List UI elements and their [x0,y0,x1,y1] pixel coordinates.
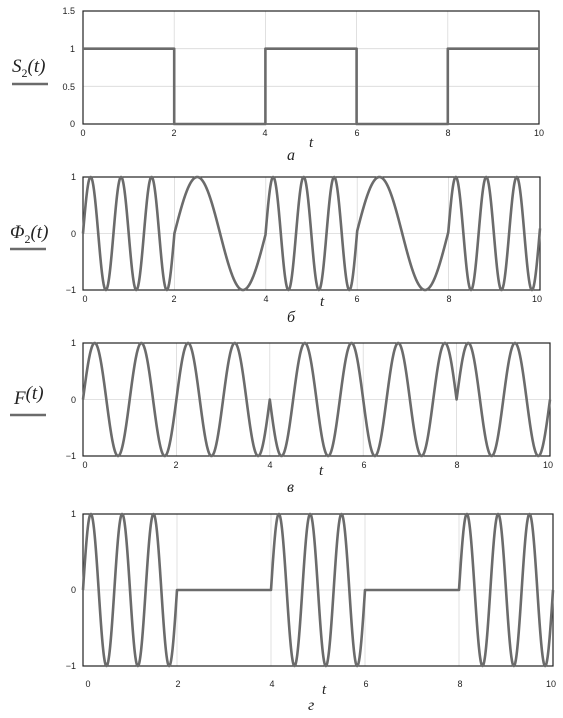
panel-d-xtick: 2 [175,679,180,689]
panel-c-yticks: −1 0 1 [66,338,76,461]
panel-c-xtick: 2 [173,460,178,470]
panel-c-xlabel: t [319,463,324,479]
panel-d-xtick: 4 [269,679,274,689]
panel-b-xtick: 2 [171,294,176,304]
panel-d-ytick: 0 [71,585,76,595]
panel-a-ytick: 1 [70,44,75,54]
panel-b-xticks: 0 2 4 6 8 10 [82,294,542,304]
panel-b-xtick: 0 [82,294,87,304]
panel-a-xtick: 2 [171,128,176,138]
panel-d-xtick: 8 [457,679,462,689]
panel-b-series-line [81,175,542,292]
panel-a-ylabel: S2(t) [12,56,45,80]
panel-c-series-line [81,341,552,458]
panel-a-xtick: 8 [445,128,450,138]
panel-c-xtick: 6 [361,460,366,470]
panel-d: −1 0 1 0 2 4 6 8 10 t г [66,509,556,714]
panel-d-series-line [81,512,555,668]
panel-b-yticks: −1 0 1 [66,172,76,295]
panel-d-xtick: 10 [546,679,556,689]
panel-c-xtick: 0 [82,460,87,470]
panel-a-xtick: 0 [80,128,85,138]
panel-b-caption: б [287,309,296,326]
panel-d-ytick: −1 [66,661,76,671]
panel-a-xlabel: t [309,135,314,151]
panel-a-ytick: 0 [70,119,75,129]
panel-b-xlabel: t [320,294,325,310]
panel-d-ytick: 1 [71,509,76,519]
panel-a-frame [82,10,540,125]
panel-d-xlabel: t [322,682,327,698]
panel-a-xtick: 10 [534,128,544,138]
panel-c-xtick: 4 [267,460,272,470]
panel-b-ylabel: Φ2(t) [10,222,48,246]
panel-c-ytick: 1 [71,338,76,348]
panel-d-yticks: −1 0 1 [66,509,76,671]
panel-a-xticks: 0 2 4 6 8 10 [80,128,544,138]
panel-c-ytick: −1 [66,451,76,461]
panel-b-ytick: 1 [71,172,76,182]
panel-a-series-line [83,47,539,126]
panel-d-xtick: 0 [85,679,90,689]
panel-d-xtick: 6 [363,679,368,689]
panel-d-xticks: 0 2 4 6 8 10 [85,679,556,689]
panel-b-ytick: −1 [66,285,76,295]
panel-c-ylabel-main: F [13,388,26,409]
panel-a: 0 0.5 1 1.5 0 2 4 6 8 10 t а S2(t) [12,6,544,164]
panel-c-ytick: 0 [71,395,76,405]
panel-c-xticks: 0 2 4 6 8 10 [82,460,553,470]
panel-c: −1 0 1 0 2 4 6 8 10 t в F(t) [10,338,553,496]
panel-a-ytick: 1.5 [62,6,75,16]
panel-c-ylabel-arg: (t) [26,383,44,404]
panel-a-ylabel-main: S [12,56,22,77]
panel-b-ylabel-main: Φ [10,222,24,243]
panel-a-ytick: 0.5 [62,82,75,92]
panel-a-yticks: 0 0.5 1 1.5 [62,6,75,129]
panel-c-caption: в [287,479,294,496]
panel-c-xtick: 10 [543,460,553,470]
panel-b-ytick: 0 [71,229,76,239]
panel-d-caption: г [308,697,314,714]
panel-a-caption: а [287,147,295,164]
panel-a-xtick: 6 [354,128,359,138]
panel-b-xtick: 10 [532,294,542,304]
panel-b-xtick: 8 [446,294,451,304]
panel-a-ylabel-arg: (t) [28,56,46,77]
panel-c-xtick: 8 [454,460,459,470]
panel-b-xtick: 4 [263,294,268,304]
panel-a-xtick: 4 [262,128,267,138]
panel-a-ylabel-sub: 2 [22,66,28,80]
panel-a-grid [83,11,539,124]
panel-b: −1 0 1 0 2 4 6 8 10 t б Φ2(t) [10,172,542,326]
panel-c-ylabel: F(t) [13,383,44,409]
panel-b-ylabel-sub: 2 [24,232,30,246]
panel-b-ylabel-arg: (t) [30,222,48,243]
panel-b-xtick: 6 [354,294,359,304]
